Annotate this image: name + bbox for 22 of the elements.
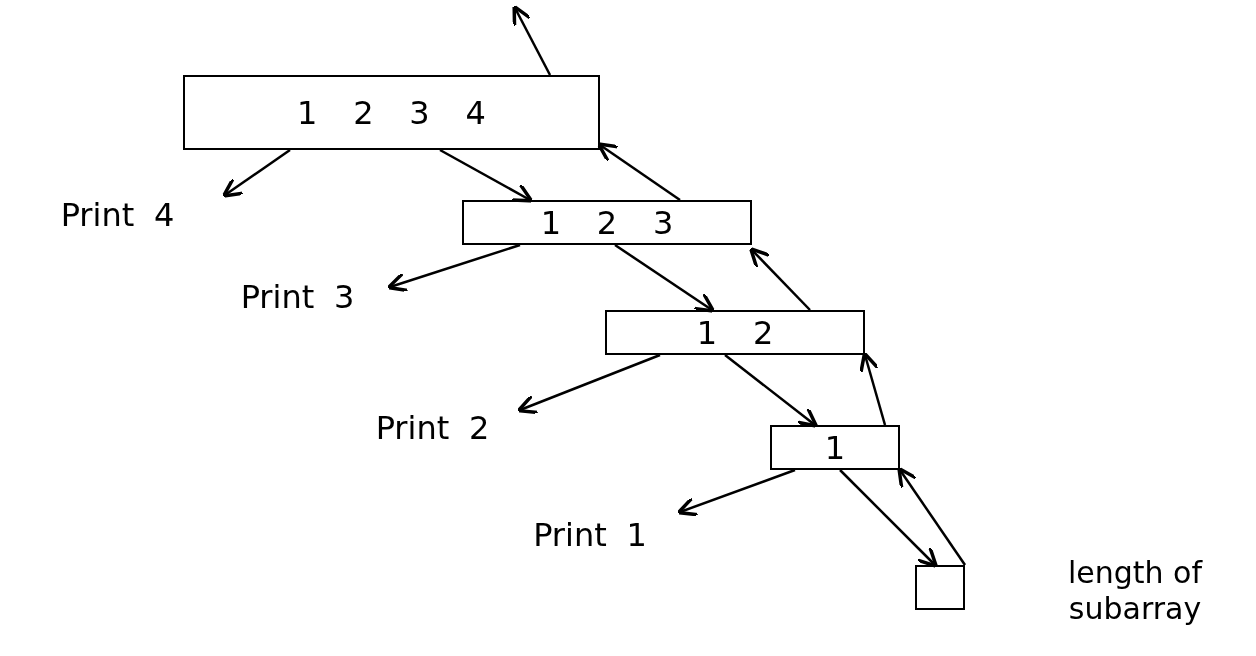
arrow — [897, 466, 967, 566]
print-label: Print 2 — [345, 400, 520, 455]
arrow — [724, 354, 819, 428]
arrow — [516, 353, 661, 415]
arrow — [859, 351, 887, 426]
array-box — [915, 565, 965, 610]
array-box: 1 — [770, 425, 900, 470]
arrow — [386, 243, 521, 293]
array-box: 1 2 3 — [462, 200, 752, 245]
arrow — [839, 469, 938, 568]
print-label: Print 1 — [500, 510, 680, 560]
arrow — [749, 247, 811, 311]
array-box: 1 2 3 4 — [183, 75, 600, 150]
arrow — [221, 148, 291, 198]
arrow — [439, 148, 534, 203]
print-label: Print 4 — [5, 190, 230, 240]
arrow — [676, 468, 796, 517]
arrow — [614, 243, 716, 313]
array-box: 1 2 — [605, 310, 865, 355]
note-text: length of subarray — [1066, 555, 1204, 627]
arrow — [512, 4, 552, 76]
print-label: Print 3 — [205, 272, 390, 322]
